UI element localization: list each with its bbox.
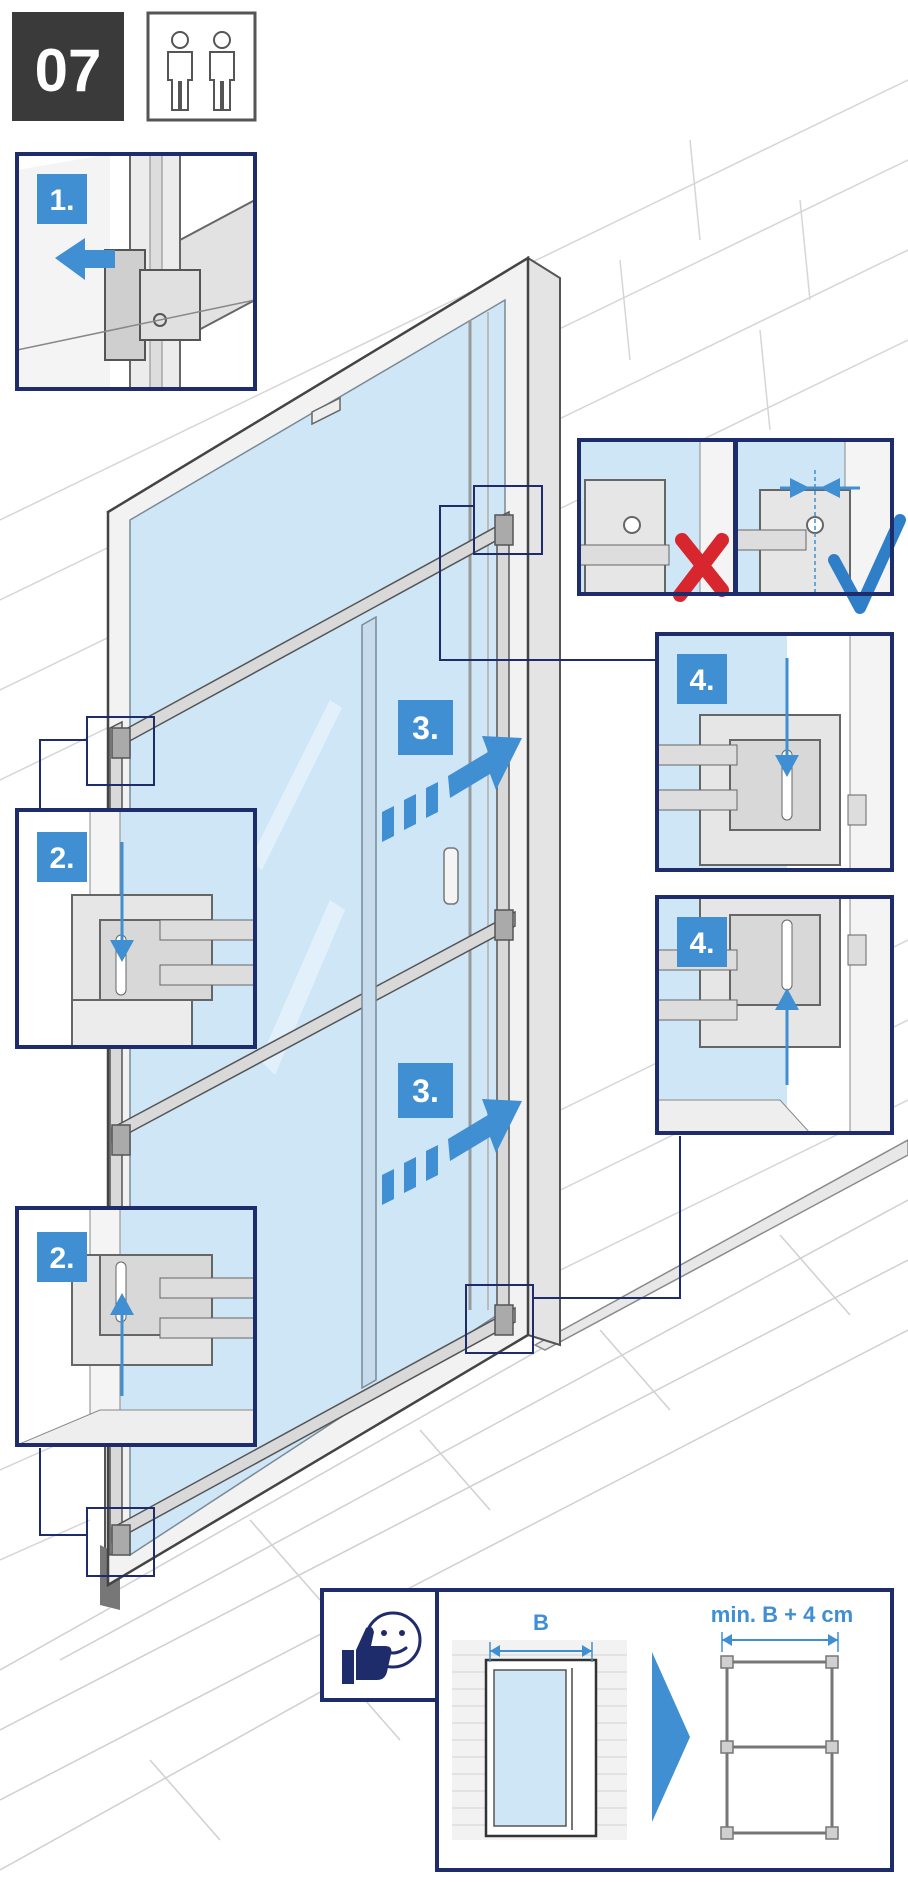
zoom-box-step-2-bottom: 2. xyxy=(15,1206,257,1447)
checkmark-icon xyxy=(828,514,906,614)
cross-icon xyxy=(673,533,729,602)
play-arrow-icon xyxy=(652,1652,690,1822)
step-number-badge: 07 xyxy=(12,12,124,121)
detail-markers xyxy=(86,485,543,1577)
down-arrow xyxy=(110,940,134,962)
zoom-box-step-4-bottom: 4. xyxy=(655,895,894,1135)
min-width-label: min. B + 4 cm xyxy=(711,1602,853,1627)
step-4-top-label: 4. xyxy=(689,664,714,697)
tip-panel: B min. B + 4 cm xyxy=(320,1588,894,1872)
down-arrow xyxy=(775,755,799,777)
push-arrow-upper xyxy=(382,736,522,842)
insect-screen-frame xyxy=(109,510,516,1557)
comparison-wrong xyxy=(577,438,737,602)
two-persons-icon xyxy=(146,11,257,122)
width-label: B xyxy=(533,1610,549,1635)
step-2-bottom-label: 2. xyxy=(49,1242,74,1275)
up-arrow xyxy=(110,1293,134,1315)
step-3-upper-label: 3. xyxy=(412,710,439,746)
up-arrow xyxy=(775,988,799,1010)
zoom-box-step-1: 1. xyxy=(15,152,257,391)
step-3-upper-badge: 3. xyxy=(398,700,453,755)
window-handle xyxy=(443,847,459,905)
step-2-top-label: 2. xyxy=(49,842,74,875)
marker-bottom-left xyxy=(86,1507,155,1577)
zoom-box-step-4-top: 4. xyxy=(655,632,894,872)
step-4-bottom-label: 4. xyxy=(689,927,714,960)
push-arrow-lower xyxy=(382,1099,522,1205)
step-1-label: 1. xyxy=(49,184,74,217)
connector-lines xyxy=(39,505,681,1536)
window-width-drawing: B xyxy=(452,1610,627,1840)
step-3-lower-label: 3. xyxy=(412,1073,439,1109)
thumbs-up-smiley-icon xyxy=(342,1611,422,1684)
screen-frame-drawing xyxy=(720,1655,839,1840)
marker-top-right xyxy=(473,485,543,555)
zoom-box-step-2-top: 2. xyxy=(15,808,257,1049)
comparison-right xyxy=(734,438,906,614)
step-3-lower-badge: 3. xyxy=(398,1063,453,1118)
push-left-arrow xyxy=(55,238,115,280)
marker-bottom-right xyxy=(465,1284,534,1354)
marker-top-left xyxy=(86,716,155,786)
step-number-text: 07 xyxy=(35,37,102,104)
